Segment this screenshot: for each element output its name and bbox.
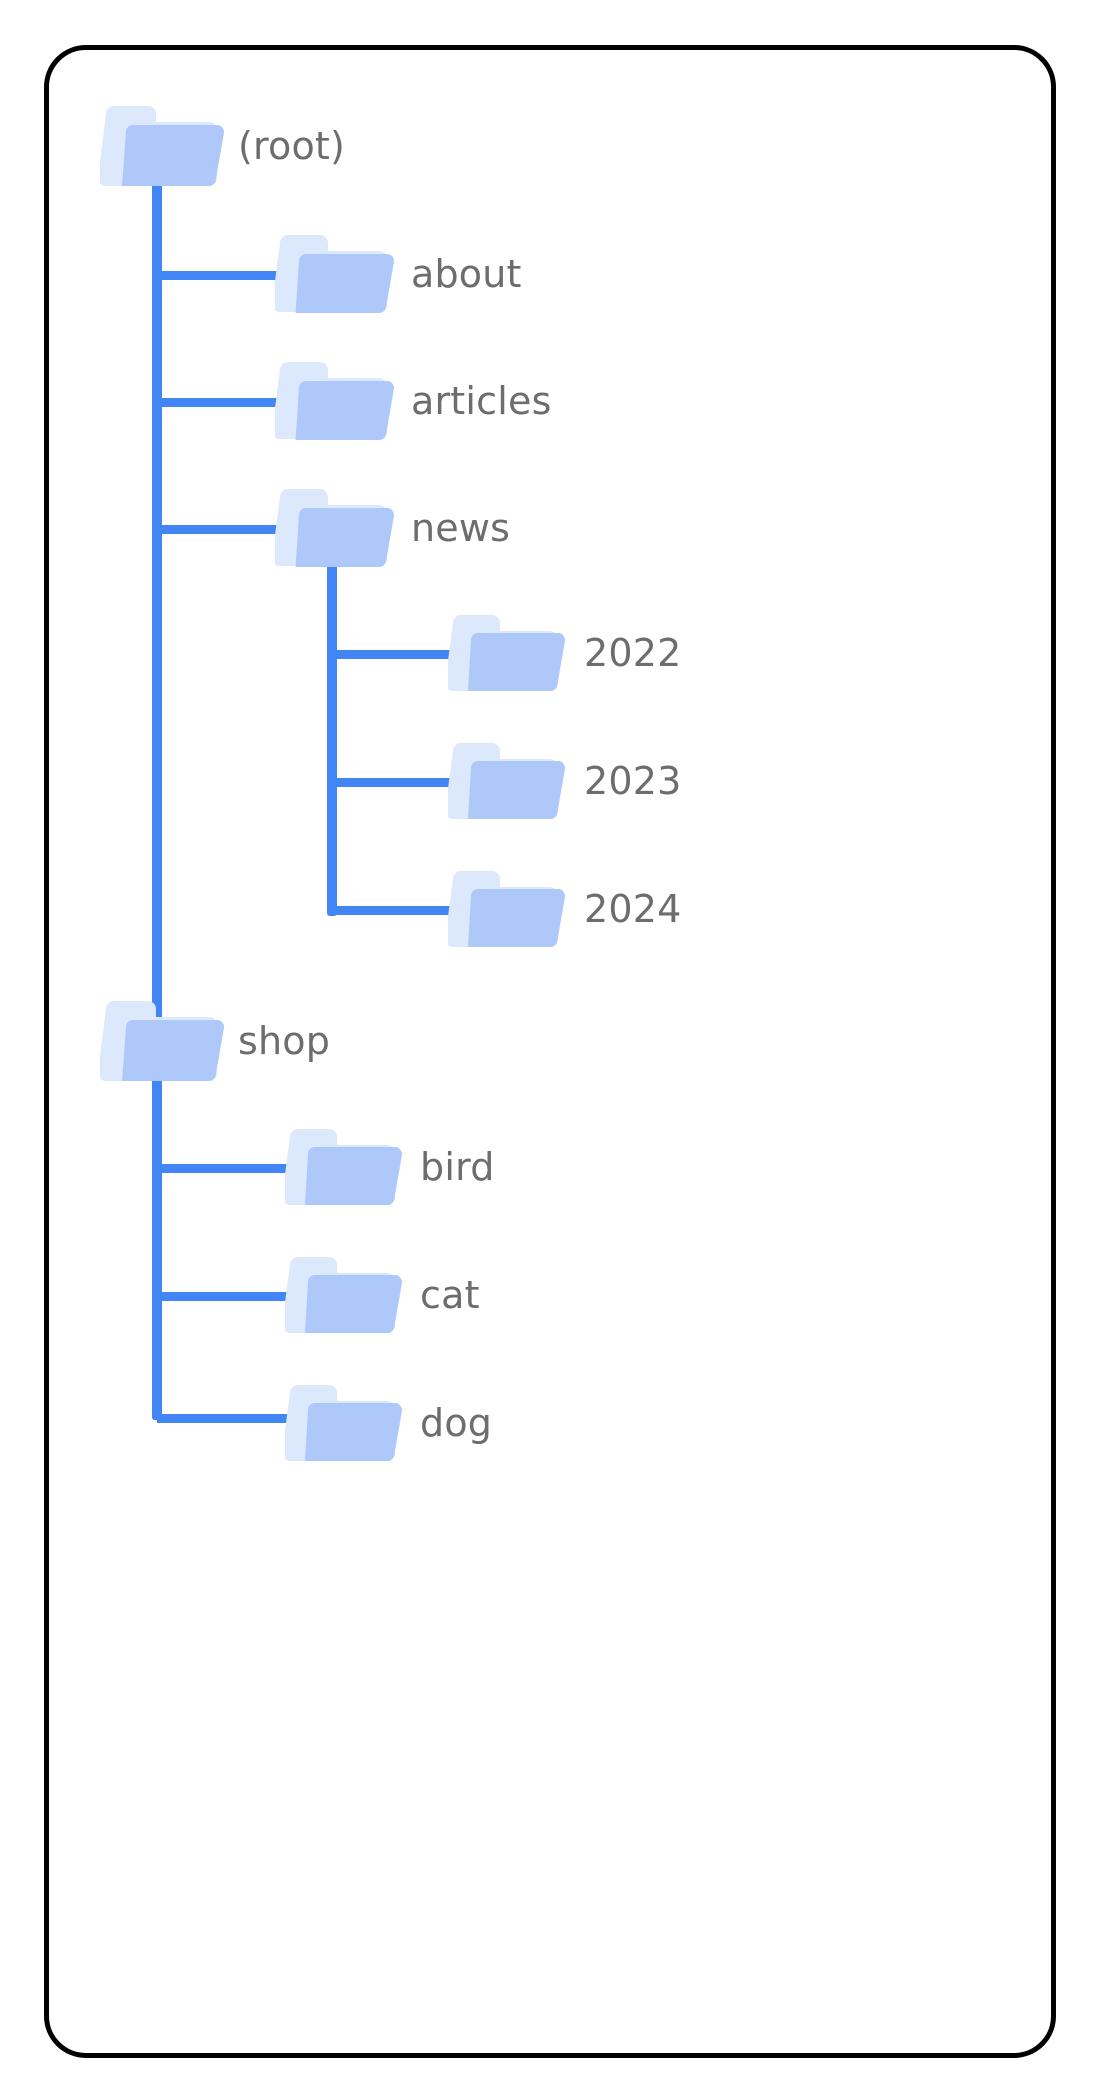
connector-rung-2024 [332, 906, 460, 915]
connector-trunk-root-lower [152, 1060, 162, 1420]
folder-icon [272, 230, 395, 320]
tree-node-root[interactable]: (root) [98, 100, 520, 190]
folder-icon [98, 995, 225, 1089]
folder-icon [282, 1124, 403, 1212]
tree-node-label: (root) [238, 124, 346, 168]
tree-node-articles[interactable]: articles [272, 357, 695, 443]
connector-rung-bird [157, 1164, 297, 1173]
tree-node-news-2024[interactable]: 2024 [445, 866, 848, 950]
tree-node-news[interactable]: news [272, 484, 695, 570]
connector-trunk-root [152, 170, 162, 1420]
folder-icon [98, 100, 225, 194]
tree-node-about[interactable]: about [272, 230, 695, 316]
connector-rung-about [157, 271, 297, 280]
connector-rung-articles [157, 398, 297, 407]
connector-rung-news [157, 525, 297, 534]
tree-node-label: articles [411, 379, 552, 423]
folder-icon [282, 1252, 403, 1340]
tree-node-label: news [411, 506, 511, 550]
tree-node-label: shop [238, 1019, 331, 1063]
tree-node-label: 2022 [584, 631, 682, 675]
tree-node-cat[interactable]: cat [282, 1252, 685, 1336]
tree-node-label: dog [420, 1401, 493, 1445]
folder-icon [272, 357, 395, 447]
connector-rung-cat [157, 1292, 297, 1301]
folder-icon [445, 610, 566, 698]
tree-node-label: cat [420, 1273, 480, 1317]
folder-icon [445, 866, 566, 954]
tree-node-bird[interactable]: bird [282, 1124, 685, 1208]
tree-node-news-2022[interactable]: 2022 [445, 610, 848, 694]
folder-icon [445, 738, 566, 826]
tree-node-shop[interactable]: shop [98, 995, 520, 1085]
tree-node-label: 2024 [584, 887, 682, 931]
tree-node-label: 2023 [584, 759, 682, 803]
tree-node-label: about [411, 252, 522, 296]
connector-trunk-news [327, 556, 337, 916]
connector-rung-2023 [332, 778, 460, 787]
connector-rung-dog [157, 1414, 297, 1423]
tree-node-news-2023[interactable]: 2023 [445, 738, 848, 822]
tree-node-dog[interactable]: dog [282, 1380, 685, 1464]
tree-node-label: bird [420, 1145, 495, 1189]
connector-rung-2022 [332, 650, 460, 659]
folder-icon [282, 1380, 403, 1468]
folder-icon [272, 484, 395, 574]
